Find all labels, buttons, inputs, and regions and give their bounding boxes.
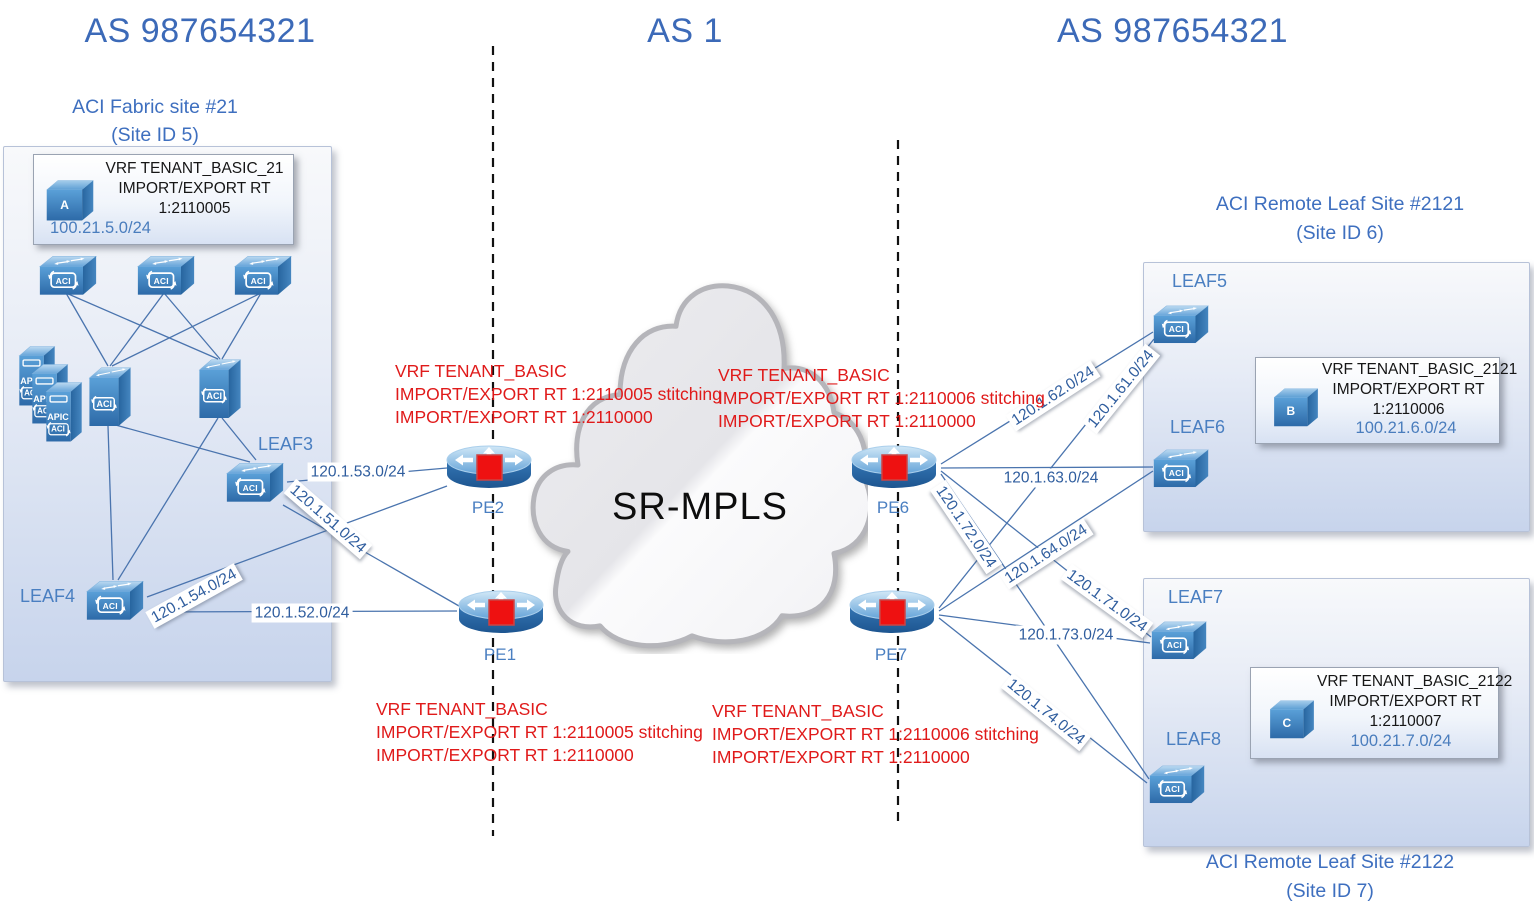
apic-server-3-icon: APIC ACI [41, 380, 87, 444]
spine-switch-2-icon: ACI [136, 253, 196, 297]
pe6-router-icon [848, 440, 940, 498]
remote-site-2121-subtitle: (Site ID 6) [1296, 222, 1384, 244]
vrf-subnet: 100.21.5.0/24 [50, 219, 151, 237]
vrf-note-line: IMPORT/EXPORT RT 1:2110000 [395, 407, 653, 427]
vrf-rt-label: IMPORT/EXPORT RT [1332, 381, 1485, 398]
vrf-note-pe6: VRF TENANT_BASIC IMPORT/EXPORT RT 1:2110… [718, 364, 1045, 433]
as-title-left: AS 987654321 [84, 12, 316, 50]
leaf5-switch-icon: ACI [1152, 303, 1210, 345]
as-title-right: AS 987654321 [1057, 12, 1288, 50]
vrf-note-line: IMPORT/EXPORT RT 1:2110005 stitching [395, 384, 722, 404]
pe2-label: PE2 [471, 498, 505, 517]
vrf-note-line: VRF TENANT_BASIC [376, 699, 548, 719]
link-label-leaf4-pe1: 120.1.52.0/24 [251, 603, 353, 623]
leaf3-label: LEAF3 [258, 434, 314, 454]
vrf-note-line: IMPORT/EXPORT RT 1:2110005 stitching [376, 722, 703, 742]
leaf4-label: LEAF4 [20, 586, 76, 606]
spine-switch-3-icon: ACI [233, 253, 293, 297]
vrf-name: VRF TENANT_BASIC_2122 [1317, 673, 1513, 690]
leaf6-switch-icon: ACI [1152, 447, 1210, 489]
sr-mpls-cloud [530, 283, 868, 649]
vrf-rt-value: 1:2110007 [1369, 713, 1442, 730]
pe2-router-icon [443, 440, 535, 498]
leaf4-switch-icon: ACI [85, 578, 145, 622]
vrf-cube-a-icon: A [43, 177, 97, 223]
leaf-switch-2-icon: ACI [196, 356, 244, 420]
vrf-box-tenant-basic-2122: C VRF TENANT_BASIC_2122 IMPORT/EXPORT RT… [1250, 667, 1513, 759]
leaf7-switch-icon: ACI [1150, 619, 1208, 661]
cloud-label: SR-MPLS [612, 486, 788, 528]
leaf7-label: LEAF7 [1168, 587, 1224, 607]
vrf-note-line: VRF TENANT_BASIC [718, 365, 890, 385]
vrf-cube-c-icon: C [1266, 698, 1318, 740]
vrf-name: VRF TENANT_BASIC_2121 [1322, 361, 1518, 378]
vrf-rt-value: 1:2110006 [1372, 401, 1445, 418]
pe7-label: PE7 [874, 645, 908, 664]
vrf-note-line: IMPORT/EXPORT RT 1:2110000 [712, 747, 970, 767]
remote-site-2122-subtitle: (Site ID 7) [1286, 880, 1374, 902]
vrf-cube-a-letter: A [60, 197, 69, 212]
vrf-note-pe1: VRF TENANT_BASIC IMPORT/EXPORT RT 1:2110… [376, 698, 703, 767]
remote-site-2121-title: ACI Remote Leaf Site #2121 [1215, 193, 1465, 215]
vrf-note-pe7: VRF TENANT_BASIC IMPORT/EXPORT RT 1:2110… [712, 700, 1039, 769]
fabric-site-subtitle: (Site ID 5) [111, 124, 199, 146]
leaf8-switch-icon: ACI [1148, 763, 1206, 805]
vrf-box-tenant-basic-21: A VRF TENANT_BASIC_21 IMPORT/EXPORT RT 1… [33, 154, 294, 245]
vrf-name: VRF TENANT_BASIC_21 [105, 160, 284, 177]
vrf-note-line: VRF TENANT_BASIC [712, 701, 884, 721]
vrf-note-line: VRF TENANT_BASIC [395, 361, 567, 381]
link-label-pe6-leaf6: 120.1.63.0/24 [1000, 468, 1102, 488]
vrf-note-line: IMPORT/EXPORT RT 1:2110000 [718, 411, 976, 431]
leaf-switch-1-icon: ACI [86, 364, 134, 428]
vrf-note-line: IMPORT/EXPORT RT 1:2110000 [376, 745, 634, 765]
pe7-router-icon [846, 585, 938, 643]
link-label-pe6-leaf8: 120.1.72.0/24 [929, 479, 1003, 575]
link-label-pe7-leaf7: 120.1.73.0/24 [1015, 625, 1117, 645]
fabric-site-title: ACI Fabric site #21 [72, 96, 238, 118]
as-title-center: AS 1 [647, 12, 723, 50]
leaf6-label: LEAF6 [1170, 417, 1226, 437]
leaf3-switch-icon: ACI [225, 460, 285, 504]
pe1-label: PE1 [483, 645, 517, 664]
vrf-subnet: 100.21.7.0/24 [1350, 732, 1452, 750]
vrf-rt-label: IMPORT/EXPORT RT [118, 180, 271, 197]
link-label-leaf3-pe2: 120.1.53.0/24 [307, 462, 409, 482]
vrf-subnet: 100.21.6.0/24 [1355, 419, 1457, 437]
pe1-router-icon [455, 585, 547, 643]
vrf-rt-label: IMPORT/EXPORT RT [1329, 693, 1482, 710]
spine-switch-1-icon: ACI [38, 253, 98, 297]
vrf-note-line: IMPORT/EXPORT RT 1:2110006 stitching [712, 724, 1039, 744]
vrf-note-line: IMPORT/EXPORT RT 1:2110006 stitching [718, 388, 1045, 408]
remote-site-2122-title: ACI Remote Leaf Site #2122 [1205, 851, 1455, 873]
vrf-cube-b-icon: B [1270, 386, 1322, 428]
vrf-box-tenant-basic-2121: B VRF TENANT_BASIC_2121 IMPORT/EXPORT RT… [1255, 357, 1518, 444]
vrf-cube-c-letter: C [1282, 716, 1292, 731]
leaf8-label: LEAF8 [1166, 729, 1222, 749]
vrf-cube-b-letter: B [1286, 404, 1296, 419]
leaf5-label: LEAF5 [1172, 271, 1228, 291]
vrf-note-pe2: VRF TENANT_BASIC IMPORT/EXPORT RT 1:2110… [395, 360, 722, 429]
vrf-rt-value: 1:2110005 [158, 200, 231, 217]
pe6-label: PE6 [876, 498, 910, 517]
